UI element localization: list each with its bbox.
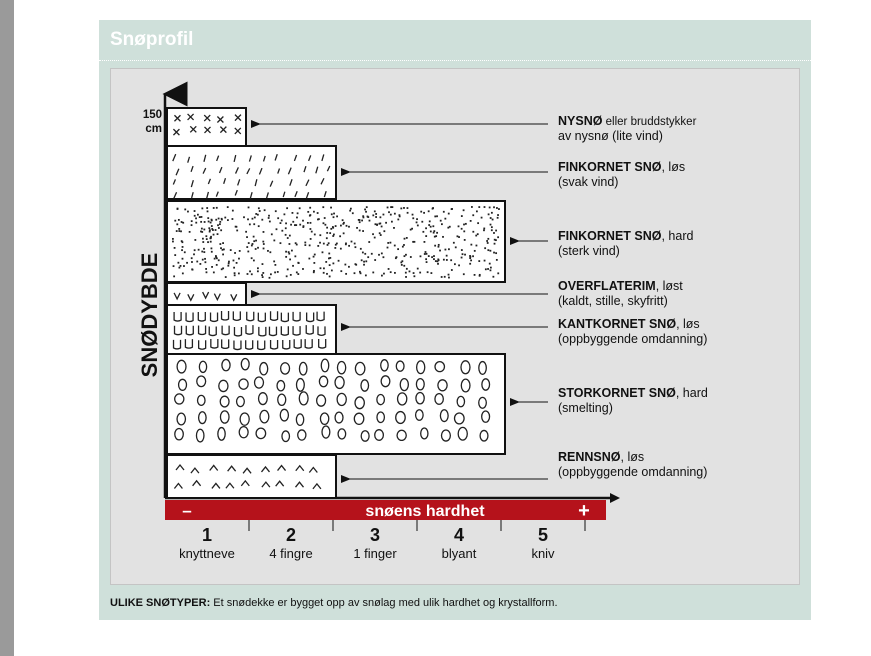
layer-nysno: [166, 107, 247, 147]
tick-label: blyant: [442, 546, 477, 561]
figure-caption: ULIKE SNØTYPER: Et snødekke er bygget op…: [110, 597, 558, 609]
layer-label-detail: eller bruddstykker: [602, 116, 696, 128]
tick-number: 1: [202, 525, 212, 545]
layer-box: [166, 454, 337, 499]
layer-label-subtext: (svak vind): [558, 175, 618, 189]
layer-label-name: STORKORNET SNØ: [558, 386, 676, 400]
layer-label-name: FINKORNET SNØ: [558, 160, 662, 174]
layer-label-detail: , hard: [676, 386, 708, 400]
layer-label-finkornet-hard: FINKORNET SNØ, hard: [558, 229, 693, 243]
layer-box: [166, 107, 247, 147]
layer-storkornet: [166, 353, 506, 455]
layer-label-detail: , løs: [621, 450, 645, 464]
caption-text: Et snødekke er bygget opp av snølag med …: [213, 597, 558, 609]
layer-label-kantkornet: KANTKORNET SNØ, løs: [558, 317, 700, 331]
layer-box: [166, 145, 337, 200]
title-divider: [99, 60, 811, 61]
layer-label-nysno: NYSNØ eller bruddstykker: [558, 114, 697, 128]
layer-label-subtext: (smelting): [558, 401, 613, 415]
layer-texture: [173, 463, 322, 490]
layer-label-subtext: (sterk vind): [558, 244, 620, 258]
tick-label: kniv: [531, 546, 555, 561]
layer-label-subtext: (oppbyggende omdanning): [558, 332, 707, 346]
layer-texture: [172, 311, 327, 351]
layer-label-subtext: (oppbyggende omdanning): [558, 465, 707, 479]
layer-texture: [173, 291, 238, 302]
layer-label-subtext: (kaldt, stille, skyfritt): [558, 294, 668, 308]
layer-overflaterim: [166, 282, 247, 306]
layer-label-finkornet-los: FINKORNET SNØ, løs: [558, 160, 685, 174]
layer-texture: [174, 357, 491, 443]
snow-layers: [166, 107, 506, 499]
layer-label-name: OVERFLATERIM: [558, 279, 656, 293]
layer-label-name: RENNSNØ: [558, 450, 621, 464]
layer-label-name: KANTKORNET SNØ: [558, 317, 676, 331]
hardness-plus: +: [578, 500, 590, 522]
tick-number: 4: [454, 525, 464, 545]
layer-label-detail: , hard: [661, 229, 693, 243]
layer-label-detail: , løs: [676, 317, 700, 331]
y-top-unit: cm: [145, 123, 162, 135]
tick-label: 4 fingre: [269, 546, 312, 561]
window-left-edge: [0, 0, 14, 656]
layer-texture: [172, 153, 331, 200]
layer-kantkornet: [166, 304, 337, 355]
caption-heading: ULIKE SNØTYPER:: [110, 597, 211, 609]
panel-title: Snøprofil: [110, 29, 194, 50]
tick-number: 2: [286, 525, 296, 545]
layer-label-detail: , løst: [656, 279, 684, 293]
hardness-label: snøens hardhet: [365, 503, 485, 520]
layer-texture: [172, 113, 242, 136]
tick-number: 3: [370, 525, 380, 545]
hardness-bar: [165, 500, 606, 520]
layer-label-name: NYSNØ: [558, 114, 603, 128]
tick-label: 1 finger: [353, 546, 397, 561]
layer-finkornet-los: [166, 145, 337, 200]
y-axis-label: SNØDYBDE: [137, 253, 162, 378]
tick-label: knyttneve: [179, 546, 235, 561]
layer-rennsno: [166, 454, 337, 499]
layer-label-overflaterim: OVERFLATERIM, løst: [558, 279, 683, 293]
layer-label-subtext: av nysnø (lite vind): [558, 129, 663, 143]
layer-label-detail: , løs: [661, 160, 685, 174]
tick-number: 5: [538, 525, 548, 545]
layer-box: [166, 353, 506, 455]
y-top-value: 150: [143, 109, 162, 121]
layer-label-storkornet: STORKORNET SNØ, hard: [558, 386, 708, 400]
x-axis-arrowhead: [610, 493, 620, 503]
layer-texture: [172, 206, 500, 279]
layer-box: [166, 200, 506, 283]
layer-finkornet-hard: [166, 200, 506, 283]
layer-label-rennsno: RENNSNØ, løs: [558, 450, 644, 464]
layer-label-name: FINKORNET SNØ: [558, 229, 662, 243]
hardness-minus: –: [182, 501, 191, 520]
